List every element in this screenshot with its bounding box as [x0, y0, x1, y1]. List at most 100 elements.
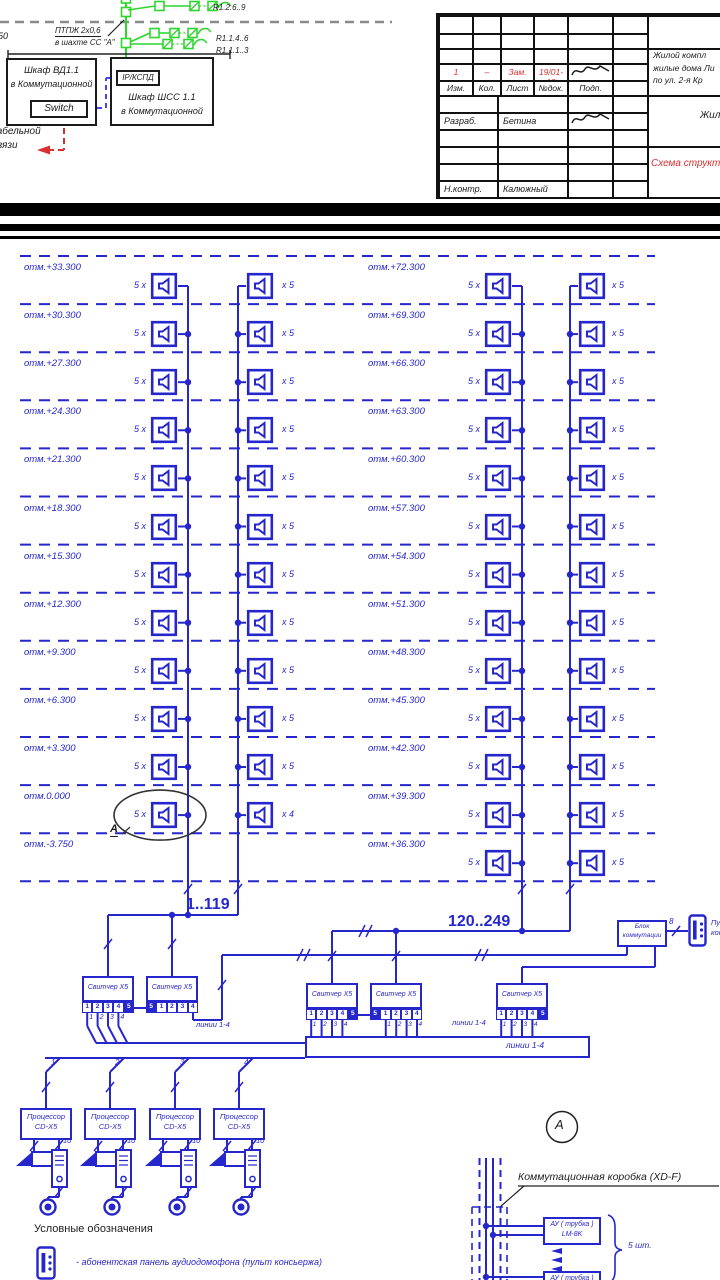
switcher-box [82, 976, 134, 1002]
speaker-ring [232, 1198, 250, 1216]
lines-1-4-label-mid: линии 1-4 [452, 1018, 486, 1027]
device-qty-label: x 5 [612, 568, 625, 579]
junction-dot [518, 523, 526, 530]
wire [129, 32, 151, 43]
intercom-panel-icon [484, 801, 512, 829]
speaker-glyph [586, 565, 598, 584]
junction-dot [518, 427, 526, 434]
device-qty-label: x 5 [612, 376, 625, 387]
cable-count-slash [517, 883, 527, 895]
floor-callout-letter: А [110, 823, 118, 837]
speaker-glyph [158, 421, 170, 440]
junction-dot [518, 475, 526, 482]
cable-count-slash [118, 1186, 128, 1198]
speaker-glyph [254, 758, 266, 776]
intercom-panel-icon [578, 561, 606, 588]
green-node-square [154, 0, 165, 12]
junction-dot [184, 523, 192, 530]
processor-label-line2: CD-X5 [98, 1122, 122, 1131]
speaker-glyph [492, 613, 504, 632]
cable-count-slash [158, 1140, 168, 1152]
junction-dot [566, 475, 574, 482]
intercom-panel-icon [246, 657, 274, 684]
cable-count-slash [105, 1081, 115, 1093]
intercom-panel-icon [578, 465, 606, 492]
cable-count-slash [217, 979, 227, 991]
line-number-label: 1 [387, 1021, 391, 1028]
wire-count-8: 8 [669, 917, 674, 926]
line-number-label: 2 [99, 1014, 104, 1021]
section-callout-ellipse [113, 789, 207, 841]
green-node-cross [169, 28, 180, 38]
intercom-panel-icon [150, 369, 178, 396]
junction-dot [566, 811, 574, 819]
junction-dot [566, 379, 574, 386]
speaker-glyph [254, 661, 266, 680]
switcher-port-3: 3 [102, 1002, 114, 1013]
floor-elevation-label: отм.+30.300 [24, 310, 81, 322]
concierge-label-line1: Пульт [711, 918, 720, 927]
intercom-panel-icon [246, 513, 274, 540]
switcher-port-2: 2 [92, 1002, 103, 1013]
concierge-panel-icon [688, 914, 707, 947]
stamp-header-cell-text: №док. [538, 83, 564, 94]
line-number-label: 3 [180, 1058, 185, 1067]
cable-count-slash [481, 948, 489, 962]
stamp-cell [567, 180, 614, 199]
junction-dot [184, 379, 192, 386]
project-name-line: жилые дома Ли [653, 62, 715, 73]
speaker-glyph [158, 661, 170, 680]
junction-dot [518, 860, 526, 867]
switcher-box [370, 983, 422, 1009]
device-qty-label: x 5 [612, 712, 625, 723]
intercom-panel-icon [578, 369, 606, 396]
intercom-panel-icon [578, 753, 606, 781]
legend-item-text: - абонентская панель аудиодомофона (пуль… [76, 1257, 322, 1267]
legend-title: Условные обозначения [34, 1223, 153, 1235]
device-qty-label: 5 x [133, 376, 146, 387]
lines-collector-box [305, 1036, 590, 1058]
switcher-box [146, 976, 198, 1002]
panel-frame [688, 914, 707, 947]
red-arrow-head [37, 145, 50, 155]
cable-link-line1: кабельной [0, 126, 41, 137]
intercom-panel-icon [246, 320, 274, 348]
intercom-panel-icon [150, 465, 178, 492]
cable-count-slash [303, 948, 311, 962]
floor-elevation-label: отм.+33.300 [24, 262, 81, 273]
door-panel-button [56, 1175, 63, 1183]
speaker-glyph [586, 806, 598, 825]
intercom-panel-icon [246, 705, 274, 732]
junction-dot [518, 811, 526, 819]
stamp-cell [533, 15, 569, 35]
device-qty-label: x 5 [282, 280, 295, 290]
device-qty-label: 5 x [133, 328, 146, 339]
switcher-port-3: 3 [326, 1009, 338, 1020]
junction-dot [518, 715, 526, 723]
cabinet-shss-line2: в Коммутационной [121, 106, 203, 116]
commutation-block-box [617, 920, 667, 947]
intercom-panel-icon [578, 513, 606, 540]
junction-dot [566, 330, 574, 338]
device-qty-label: x 5 [282, 712, 295, 723]
junction-dot [566, 619, 574, 626]
green-node-cross [162, 39, 173, 49]
switcher-label: Свитчер X5 [375, 991, 417, 998]
leader-line [499, 1185, 525, 1208]
stamp-right-cell [647, 146, 720, 199]
switcher-port-4: 4 [411, 1009, 422, 1020]
ip-kspd-box [116, 70, 160, 86]
line-number-label: 2 [115, 1058, 120, 1067]
junction-dot [518, 571, 526, 578]
device-qty-label: x 4 [282, 809, 295, 820]
ellipsis-arrow [551, 1266, 562, 1272]
floor-elevation-label: отм.+6.300 [24, 694, 76, 706]
speaker-glyph [492, 469, 504, 488]
switcher-port-1: 1 [496, 1009, 507, 1020]
revision-cell-text: 1 [453, 67, 459, 78]
junction-dot [234, 715, 242, 723]
green-hook [197, 27, 212, 35]
intercom-panel-icon [484, 561, 512, 588]
floor-elevation-label: отм.+9.300 [24, 646, 76, 658]
intercom-panel-icon [484, 465, 512, 492]
